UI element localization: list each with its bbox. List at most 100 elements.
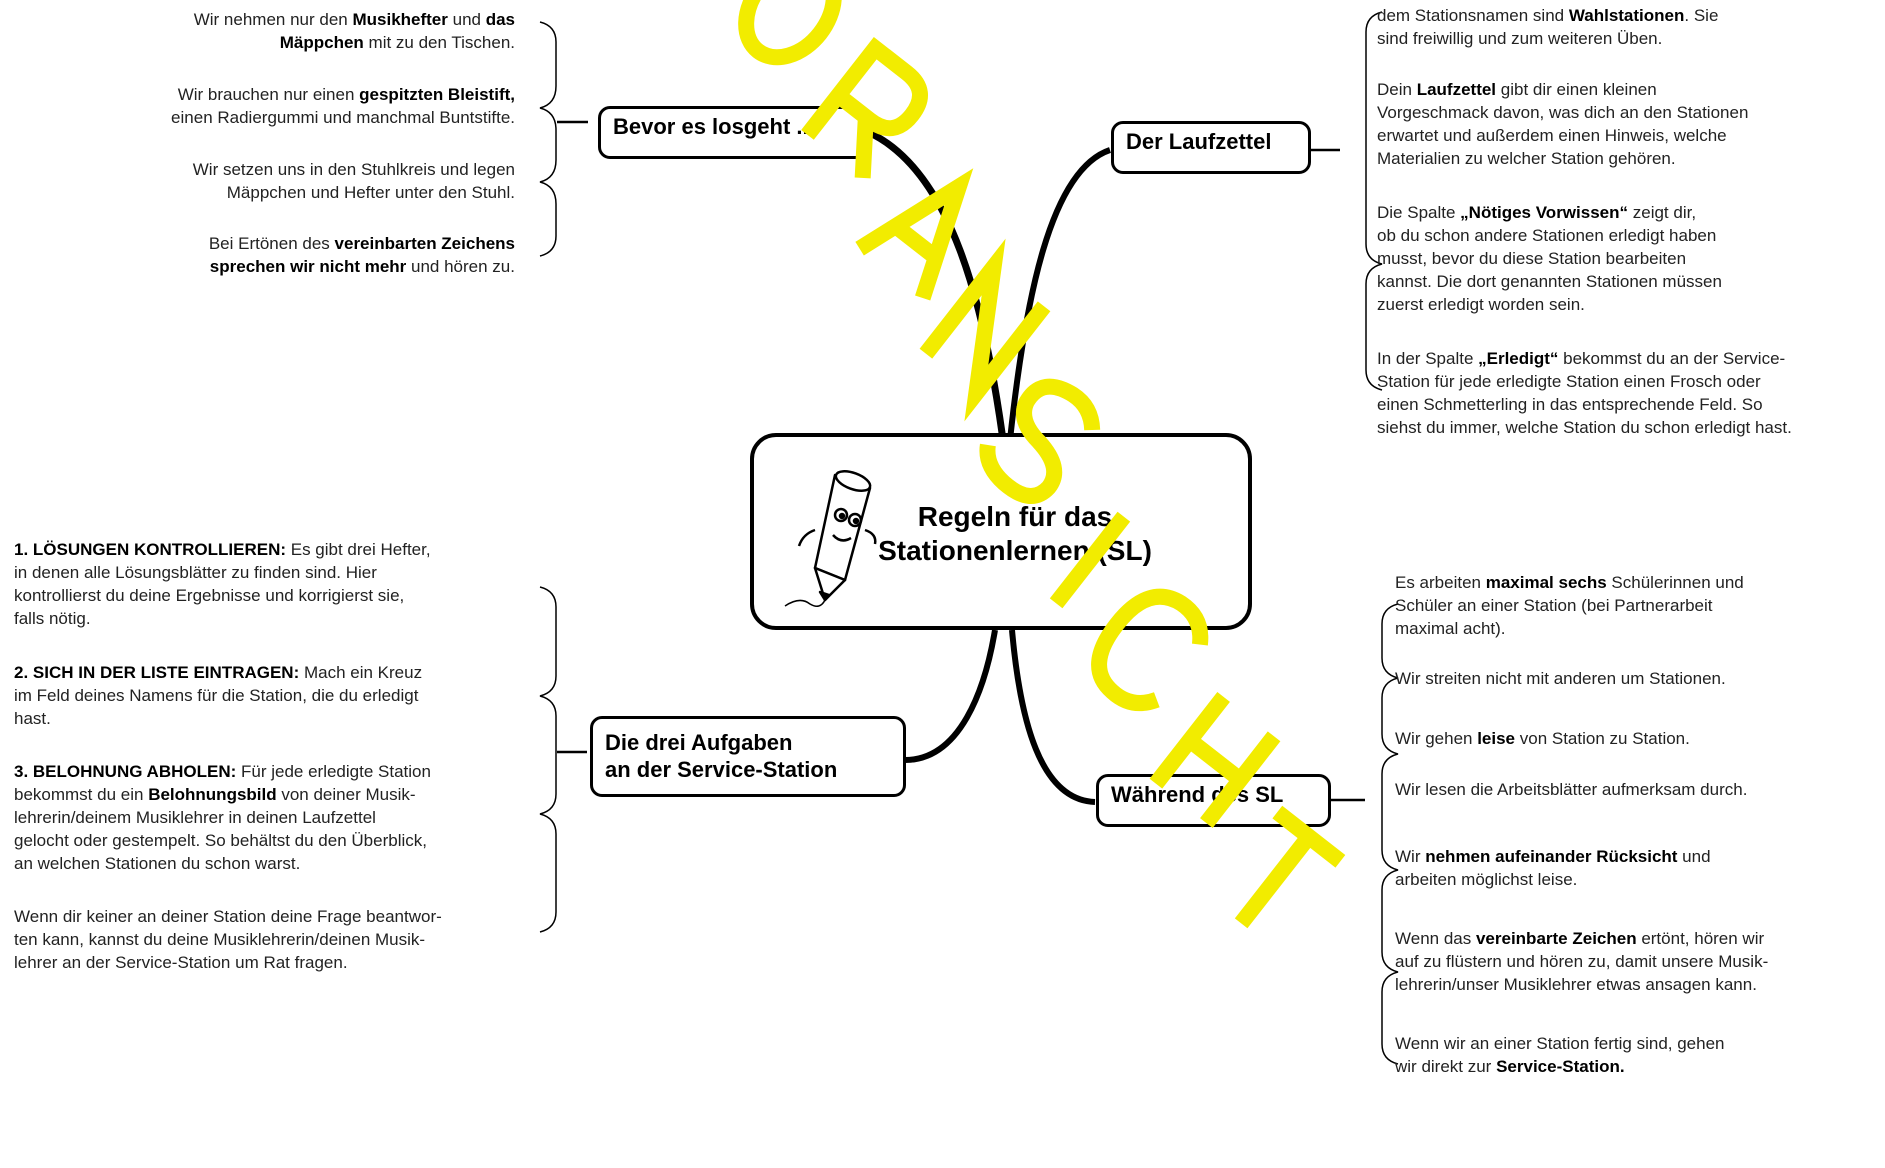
text-run: dem Stationsnamen sind	[1377, 6, 1569, 25]
node-laufzettel: Der Laufzettel	[1111, 121, 1311, 174]
text-run: von Station zu Station.	[1515, 729, 1690, 748]
during-item-2: Wir streiten nicht mit anderen um Statio…	[1395, 667, 1875, 690]
text-run: maximal acht).	[1395, 619, 1506, 638]
text-run: Musikhefter	[352, 10, 448, 29]
text-run: leise	[1477, 729, 1516, 748]
text-run: Die Spalte	[1377, 203, 1461, 222]
text-run: Station für jede erledigte Station einen…	[1377, 372, 1761, 391]
text-run: lehrerin/deinem Musiklehrer in deinen La…	[14, 808, 376, 827]
text-run: falls nötig.	[14, 609, 91, 628]
text-run: „Erledigt“	[1478, 349, 1559, 368]
laufzettel-item-1: dem Stationsnamen sind Wahlstationen. Si…	[1377, 4, 1882, 50]
text-run: vereinbarten Zeichens	[334, 234, 515, 253]
center-title: Regeln für das Stationenlernen (SL)	[850, 500, 1180, 568]
text-run: erwartet und außerdem einen Hinweis, wel…	[1377, 126, 1727, 145]
service-item-3: 3. BELOHNUNG ABHOLEN: Für jede erledigte…	[14, 760, 534, 875]
text-run: Wir gehen	[1395, 729, 1478, 748]
text-run: Es gibt drei Hefter,	[286, 540, 431, 559]
text-run: Wir	[1395, 847, 1426, 866]
text-run: lehrer an der Service-Station um Rat fra…	[14, 953, 348, 972]
text-run: Schüler an einer Station (bei Partnerarb…	[1395, 596, 1713, 615]
text-run: einen Schmetterling in das entsprechende…	[1377, 395, 1763, 414]
node-before-label: Bevor es losgeht ...	[613, 114, 815, 139]
text-run: Wir brauchen nur einen	[177, 85, 360, 104]
text-run: Wenn dir keiner an deiner Station deine …	[14, 907, 442, 926]
before-item-2: Wir brauchen nur einen gespitzten Bleist…	[55, 83, 515, 129]
during-item-4: Wir lesen die Arbeitsblätter aufmerksam …	[1395, 778, 1875, 801]
text-run: 3. BELOHNUNG ABHOLEN:	[14, 762, 237, 781]
text-run: Wenn das	[1395, 929, 1476, 948]
text-run: Bei Ertönen des	[208, 234, 335, 253]
text-run: sind freiwillig und zum weiteren Üben.	[1377, 29, 1663, 48]
pencil-mascot-icon	[784, 470, 877, 607]
text-run: und	[447, 10, 486, 29]
text-run: hast.	[14, 709, 51, 728]
center-title-line1: Regeln für das	[917, 501, 1113, 532]
text-run: bekommst du an der Service-	[1558, 349, 1786, 368]
during-item-7: Wenn wir an einer Station fertig sind, g…	[1395, 1032, 1875, 1078]
text-run: Vorgeschmack davon, was dich an den Stat…	[1377, 103, 1749, 122]
text-run: und hören zu.	[406, 257, 515, 276]
text-run: kannst. Die dort genannten Stationen müs…	[1377, 272, 1722, 291]
text-run: Mäppchen und Hefter unter den Stuhl.	[226, 183, 515, 202]
text-run: Wir nehmen nur den	[193, 10, 353, 29]
text-run: Belohnungsbild	[148, 785, 277, 804]
text-run: das	[485, 10, 515, 29]
text-run: in denen alle Lösungsblätter zu finden s…	[14, 563, 377, 582]
center-title-line2: Stationenlernen (SL)	[878, 535, 1152, 566]
text-run: „Nötiges Vorwissen“	[1460, 203, 1629, 222]
text-run: sprechen wir nicht mehr	[209, 257, 407, 276]
text-run: gibt dir einen kleinen	[1496, 80, 1657, 99]
text-run: wir direkt zur	[1395, 1057, 1497, 1076]
node-service: Die drei Aufgaben an der Service-Station	[590, 716, 906, 797]
text-run: ob du schon andere Stationen erledigt ha…	[1377, 226, 1717, 245]
text-run: Mäppchen	[279, 33, 364, 52]
text-run: zeigt dir,	[1628, 203, 1697, 222]
laufzettel-item-4: In der Spalte „Erledigt“ bekommst du an …	[1377, 347, 1882, 439]
node-during-label: Während des SL	[1111, 782, 1284, 807]
text-run: 2. SICH IN DER LISTE EINTRAGEN:	[14, 663, 300, 682]
text-run: auf zu flüstern und hören zu, damit unse…	[1395, 952, 1769, 971]
node-during: Während des SL	[1096, 774, 1331, 827]
text-run: ertönt, hören wir	[1636, 929, 1765, 948]
text-run: im Feld deines Namens für die Station, d…	[14, 686, 419, 705]
text-run: bekommst du ein	[14, 785, 149, 804]
text-run: mit zu den Tischen.	[363, 33, 515, 52]
text-run: Es arbeiten	[1395, 573, 1486, 592]
text-run: Wahlstationen	[1568, 6, 1685, 25]
text-run: ten kann, kannst du deine Musiklehrerin/…	[14, 930, 426, 949]
node-service-label-line2: an der Service-Station	[605, 757, 838, 782]
node-service-label-line1: Die drei Aufgaben	[605, 730, 793, 755]
text-run: Wenn wir an einer Station fertig sind, g…	[1395, 1034, 1725, 1053]
text-run: an welchen Stationen du schon warst.	[14, 854, 301, 873]
text-run: musst, bevor du diese Station bearbeiten	[1377, 249, 1687, 268]
text-run: Mach ein Kreuz	[299, 663, 423, 682]
text-run: von deiner Musik-	[276, 785, 416, 804]
text-run: Wir lesen die Arbeitsblätter aufmerksam …	[1395, 780, 1748, 799]
text-run: einen Radiergummi und manchmal Buntstift…	[171, 108, 515, 127]
text-run: Laufzettel	[1416, 80, 1497, 99]
text-run: Für jede erledigte Station	[236, 762, 431, 781]
branch-before	[866, 128, 1009, 456]
text-run: Wir setzen uns in den Stuhlkreis und leg…	[192, 160, 515, 179]
branch-laufzettel	[1007, 147, 1112, 441]
text-run: siehst du immer, welche Station du schon…	[1377, 418, 1792, 437]
service-item-2: 2. SICH IN DER LISTE EINTRAGEN: Mach ein…	[14, 661, 534, 730]
service-item-4: Wenn dir keiner an deiner Station deine …	[14, 905, 534, 974]
during-item-6: Wenn das vereinbarte Zeichen ertönt, hör…	[1395, 927, 1875, 996]
text-run: gespitzten Bleistift,	[359, 85, 515, 104]
before-item-3: Wir setzen uns in den Stuhlkreis und leg…	[55, 158, 515, 204]
text-run: lehrerin/unser Musiklehrer etwas ansagen…	[1395, 975, 1757, 994]
branch-service	[904, 629, 998, 763]
node-before: Bevor es losgeht ...	[598, 106, 868, 159]
text-run: . Sie	[1684, 6, 1719, 25]
text-run: kontrollierst du deine Ergebnisse und ko…	[14, 586, 405, 605]
text-run: Materialien zu welcher Station gehören.	[1377, 149, 1676, 168]
during-item-3: Wir gehen leise von Station zu Station.	[1395, 727, 1875, 750]
text-run: und	[1677, 847, 1711, 866]
node-laufzettel-label: Der Laufzettel	[1126, 129, 1272, 154]
laufzettel-item-3: Die Spalte „Nötiges Vorwissen“ zeigt dir…	[1377, 201, 1882, 316]
